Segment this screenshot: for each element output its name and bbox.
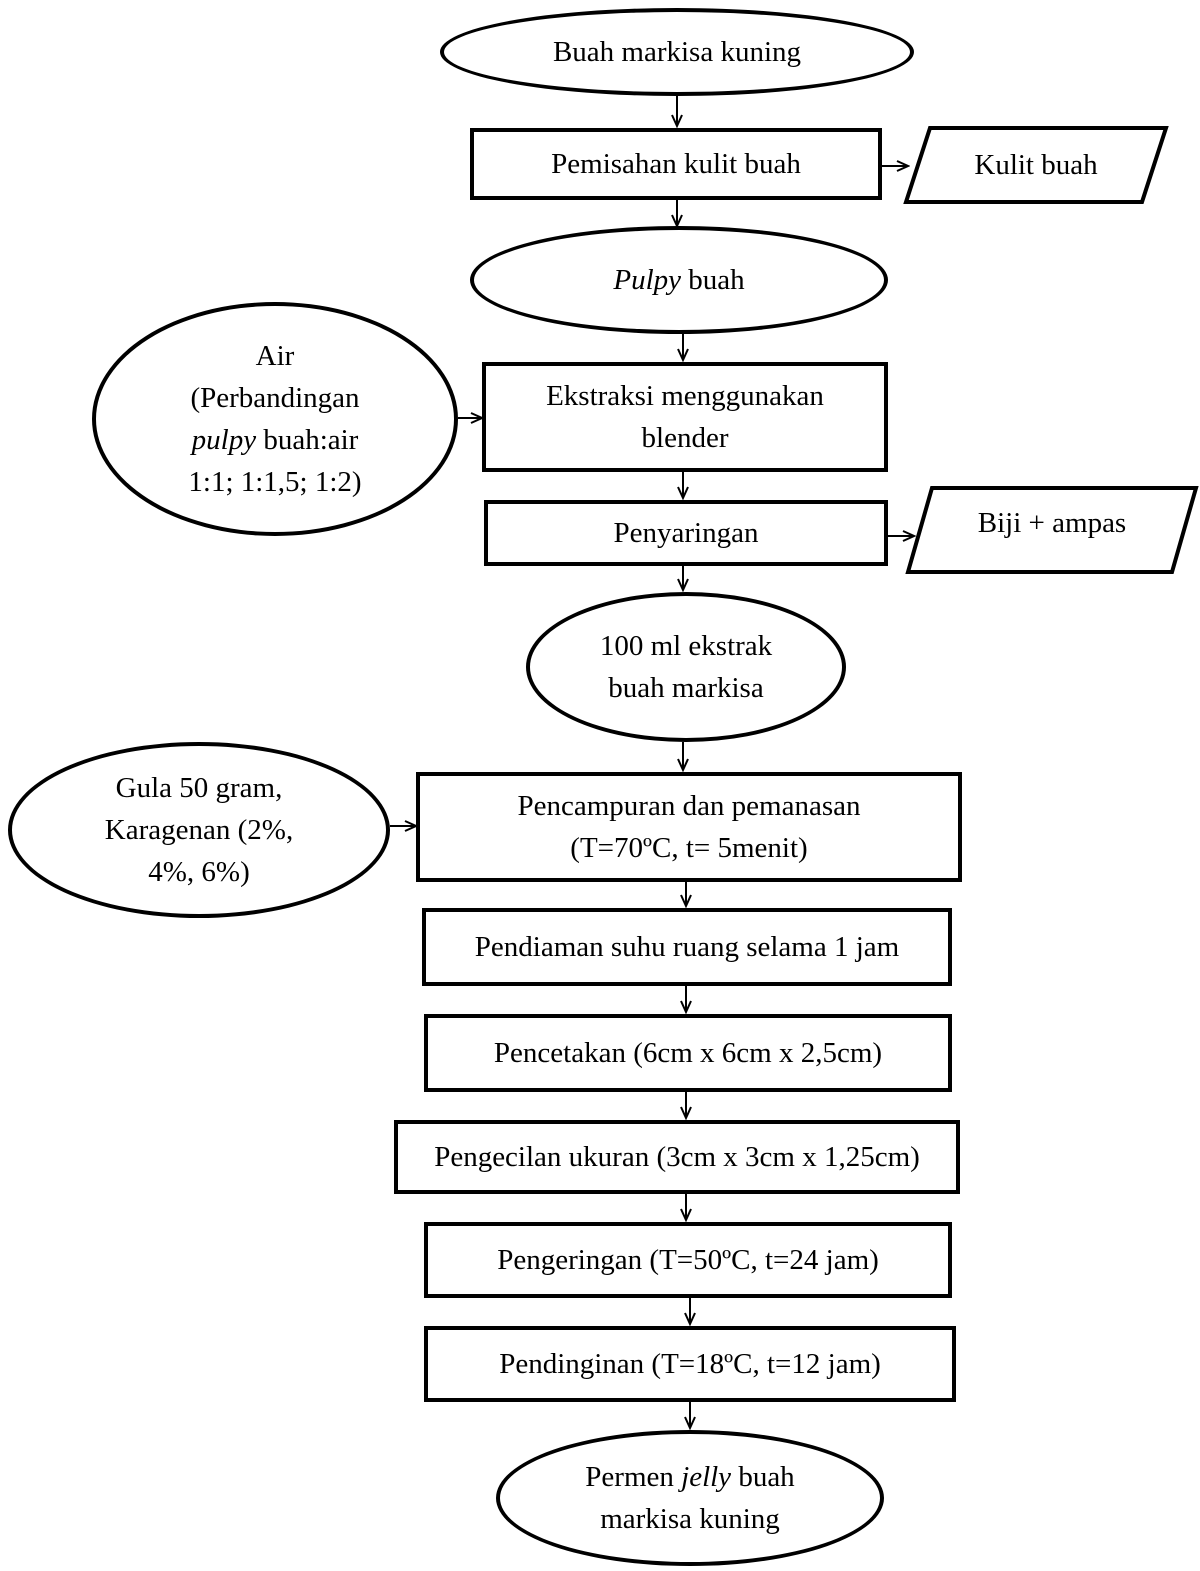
filtering-box: Penyaringan [484, 500, 888, 566]
extract-volume-oval: 100 ml ekstrak buah markisa [526, 592, 846, 742]
drying-box: Pengeringan (T=50ºC, t=24 jam) [424, 1222, 952, 1298]
mixing-heating-box: Pencampuran dan pemanasan (T=70ºC, t= 5m… [416, 772, 962, 882]
extract-volume-line-1: 100 ml ekstrak [599, 630, 773, 662]
pulpy-oval: Pulpy buah [470, 226, 888, 334]
end-line-2: markisa kuning [600, 1503, 780, 1535]
sugar-line-3: 4%, 6%) [148, 856, 250, 888]
extraction-line-1: Ekstraksi menggunakan [546, 380, 824, 412]
extract-volume-line-2: buah markisa [608, 672, 764, 704]
mixing-line-1: Pencampuran dan pemanasan [517, 790, 861, 822]
waste-skin-parallelogram [903, 126, 1169, 204]
water-line-4: 1:1; 1:1,5; 1:2) [188, 466, 362, 498]
peel-separation-box: Pemisahan kulit buah [470, 128, 882, 200]
sugar-carrageenan-oval: Gula 50 gram, Karagenan (2%, 4%, 6%) [8, 742, 390, 918]
mixing-line-2: (T=70ºC, t= 5menit) [570, 832, 808, 864]
water-line-1: Air [255, 340, 295, 372]
waste-seed-parallelogram [905, 486, 1199, 574]
start-label: Buah markisa kuning [552, 36, 802, 68]
end-line-1: Permen jelly buah [585, 1461, 795, 1493]
molding-label: Pencetakan (6cm x 6cm x 2,5cm) [493, 1037, 883, 1069]
peel-waste-label: Kulit buah [974, 149, 1098, 181]
sugar-line-1: Gula 50 gram, [115, 772, 283, 804]
filtering-label: Penyaringan [613, 517, 759, 549]
water-line-3: pulpy buah:air [191, 424, 359, 456]
molding-box: Pencetakan (6cm x 6cm x 2,5cm) [424, 1014, 952, 1092]
size-reduction-label: Pengecilan ukuran (3cm x 3cm x 1,25cm) [434, 1141, 920, 1173]
resting-label: Pendiaman suhu ruang selama 1 jam [474, 931, 900, 963]
filter-waste-node: Biji + ampas [908, 488, 1196, 572]
size-reduction-box: Pengecilan ukuran (3cm x 3cm x 1,25cm) [394, 1120, 960, 1194]
extraction-line-2: blender [641, 422, 729, 454]
cooling-box: Pendinginan (T=18ºC, t=12 jam) [424, 1326, 956, 1402]
resting-box: Pendiaman suhu ruang selama 1 jam [422, 908, 952, 986]
peel-separation-label: Pemisahan kulit buah [551, 148, 801, 180]
filter-waste-label: Biji + ampas [977, 507, 1127, 539]
water-ratio-oval: Air (Perbandingan pulpy buah:air 1:1; 1:… [92, 302, 458, 536]
peel-waste-node: Kulit buah [906, 128, 1166, 202]
extraction-box: Ekstraksi menggunakan blender [482, 362, 888, 472]
sugar-line-2: Karagenan (2%, [104, 814, 294, 846]
water-line-2: (Perbandingan [190, 382, 360, 414]
start-oval: Buah markisa kuning [440, 8, 914, 96]
pulpy-label: Pulpy buah [613, 264, 745, 296]
drying-label: Pengeringan (T=50ºC, t=24 jam) [497, 1244, 879, 1276]
end-oval: Permen jelly buah markisa kuning [496, 1430, 884, 1566]
cooling-label: Pendinginan (T=18ºC, t=12 jam) [499, 1348, 881, 1380]
